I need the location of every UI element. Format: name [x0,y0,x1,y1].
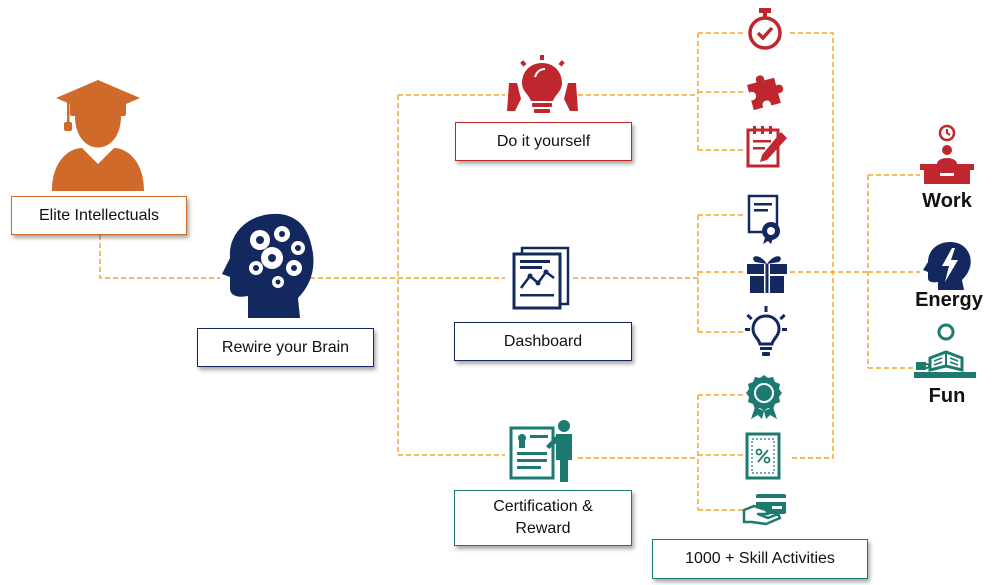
outcome-work-label: Work [922,190,972,212]
graduate-icon [48,78,148,193]
skill-activities-box: 1000 + Skill Activities [652,539,868,579]
outcome-energy-label: Energy [915,289,983,311]
energy-head-icon [922,240,972,290]
notepad-pencil-icon [745,124,789,170]
report-chart-icon [510,246,572,310]
puzzle-icon [745,68,789,110]
elite-intellectuals-label: Elite Intellectuals [38,206,160,224]
award-ribbon-icon [745,373,783,419]
do-it-yourself-label: Do it yourself [496,132,591,150]
work-desk-icon [918,124,976,186]
lightbulb-hands-icon [505,55,580,117]
brain-gears-icon [220,210,315,320]
outcome-fun-label: Fun [928,385,966,407]
dashboard-label: Dashboard [503,332,583,350]
gift-icon [745,250,789,294]
certification-label-line2: Reward [515,520,571,537]
skill-activities-label: 1000 + Skill Activities [685,550,835,567]
certificate-presenter-icon [508,418,578,484]
certification-label-line1: Certification & [493,498,593,515]
certificate-seal-icon [745,194,785,244]
dashboard-box: Dashboard [454,322,632,361]
reading-fun-icon [912,322,978,382]
card-payment-icon [742,492,788,526]
rewire-brain-box: Rewire your Brain [197,328,374,367]
rewire-brain-label: Rewire your Brain [221,338,350,356]
do-it-yourself-box: Do it yourself [455,122,632,161]
coupon-icon [745,432,781,480]
idea-bulb-icon [745,306,787,358]
certification-reward-box: Certification & Reward [454,490,632,546]
stopwatch-check-icon [745,8,785,52]
elite-intellectuals-box: Elite Intellectuals [11,196,187,235]
